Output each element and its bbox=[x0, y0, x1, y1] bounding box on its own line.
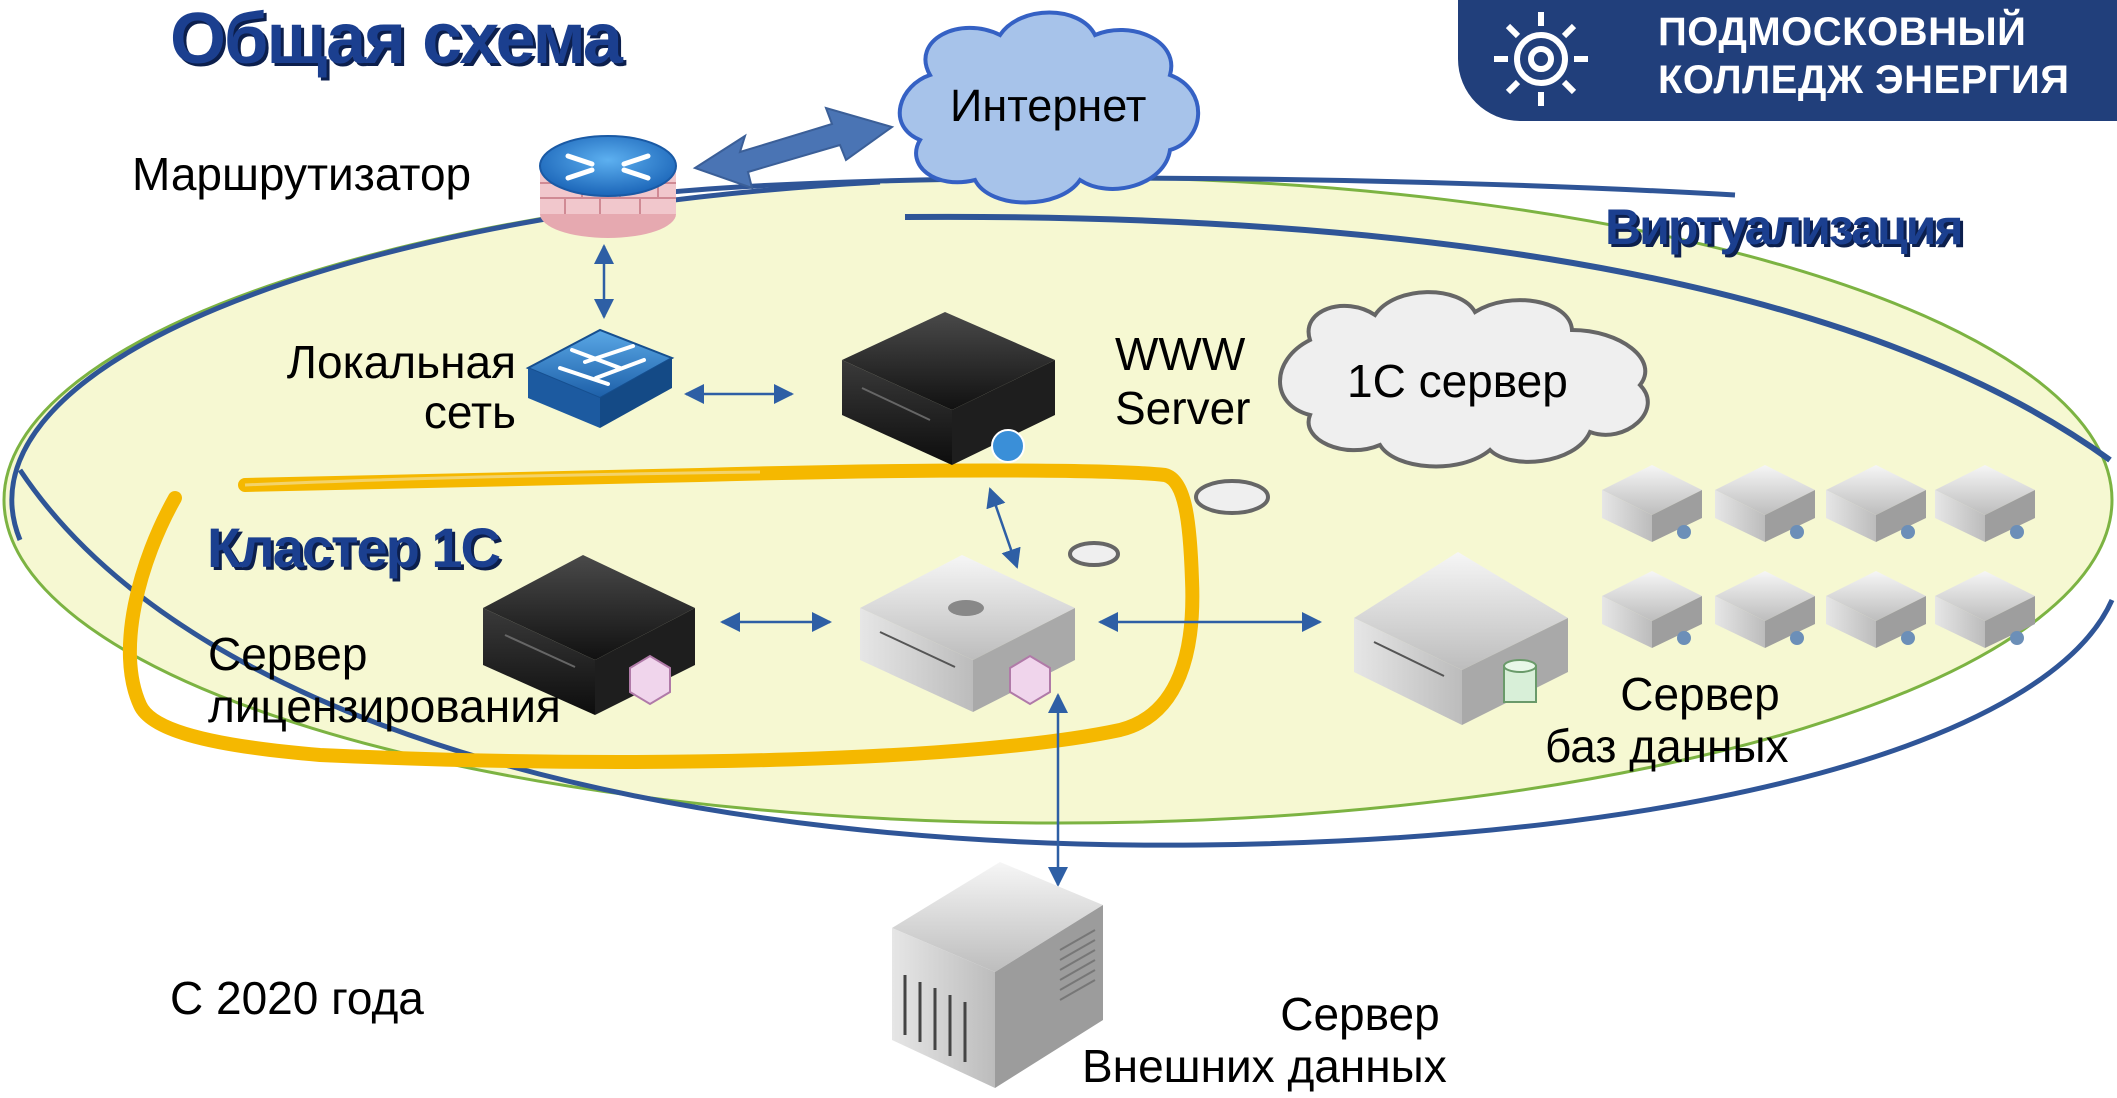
db-server-icon bbox=[1354, 552, 1568, 725]
page-title: Общая схема bbox=[170, 0, 623, 79]
logo-line-2: КОЛЛЕДЖ ЭНЕРГИЯ bbox=[1658, 58, 2070, 102]
server-1c-icon bbox=[860, 555, 1075, 712]
ext-label-line1: Сервер bbox=[1280, 988, 1440, 1040]
license-label-line2: лицензирования bbox=[208, 680, 561, 732]
logo-line-1: ПОДМОСКОВНЫЙ bbox=[1658, 10, 2027, 54]
license-server-icon bbox=[483, 555, 695, 715]
connectors bbox=[594, 244, 1322, 887]
lan-label-line1: Локальная bbox=[286, 336, 516, 388]
router-icon bbox=[539, 135, 677, 238]
external-server-icon bbox=[892, 862, 1103, 1088]
db-label-line2: баз данных bbox=[1545, 720, 1789, 772]
internet-label: Интернет bbox=[950, 80, 1147, 131]
virtualization-title: Виртуализация bbox=[1605, 199, 1964, 255]
router-label: Маршрутизатор bbox=[132, 148, 472, 200]
switch-icon bbox=[525, 328, 675, 428]
cloud-1c-server bbox=[1068, 290, 1650, 567]
college-logo-banner: ПОДМОСКОВНЫЙ КОЛЛЕДЖ ЭНЕРГИЯ bbox=[1458, 0, 2117, 121]
internet-cloud bbox=[897, 10, 1201, 205]
cluster-title: Кластер 1С bbox=[207, 516, 501, 579]
www-label-line1: WWW bbox=[1115, 328, 1246, 380]
db-label-line1: Сервер bbox=[1620, 668, 1780, 720]
small-servers-grid bbox=[1602, 465, 2035, 648]
cloud-1c-label: 1С сервер bbox=[1347, 355, 1568, 407]
lan-label-line2: сеть bbox=[423, 386, 516, 438]
ext-label-line2: Внешних данных bbox=[1082, 1040, 1447, 1092]
www-server-icon bbox=[842, 312, 1055, 465]
footer-note: С 2020 года bbox=[170, 972, 424, 1024]
gear-logo-icon bbox=[1494, 12, 1588, 106]
www-label-line2: Server bbox=[1115, 382, 1251, 434]
cluster-zone bbox=[122, 463, 1200, 769]
internet-link-arrow bbox=[692, 106, 895, 190]
license-label-line1: Сервер bbox=[208, 628, 368, 680]
